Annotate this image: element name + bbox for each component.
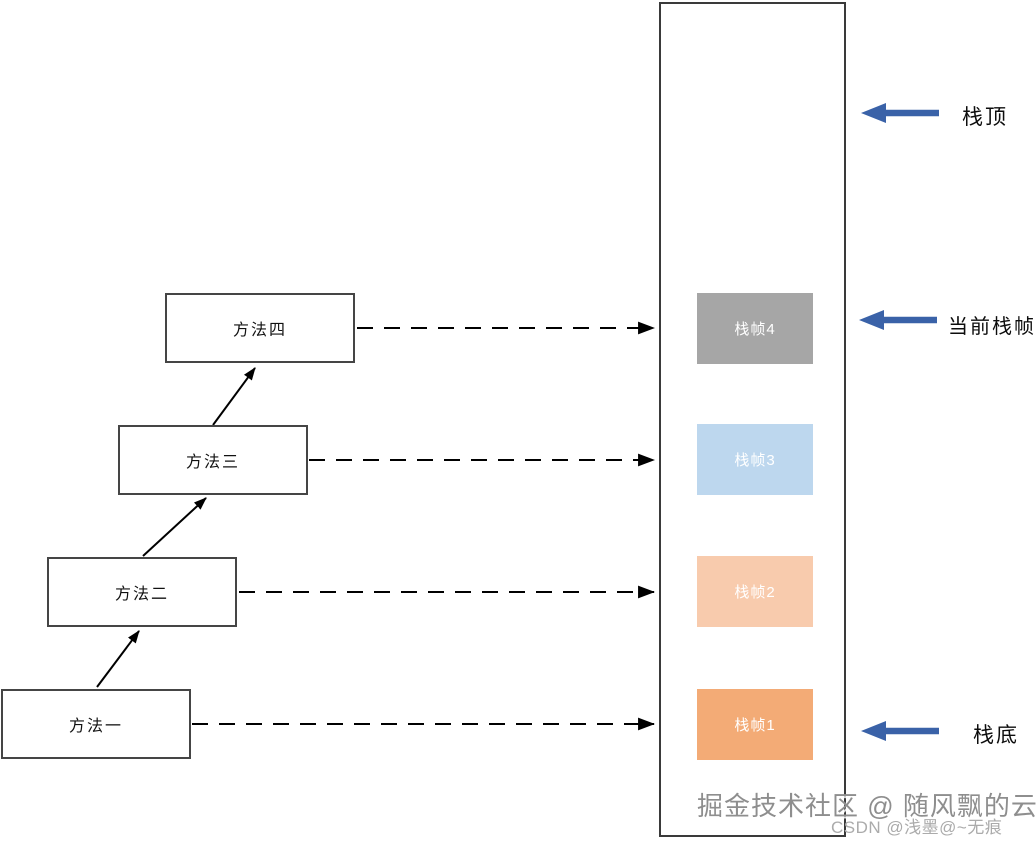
stack-frame-1: 栈帧1 <box>697 689 813 760</box>
stack-top-arrow <box>861 103 939 123</box>
method-box-4: 方法四 <box>165 293 355 363</box>
method-label-3: 方法三 <box>185 454 240 471</box>
current-frame-arrow <box>859 310 937 330</box>
stack-frame-2-label: 栈帧2 <box>734 584 776 601</box>
call-arrow-method1-to-method2 <box>96 630 140 688</box>
call-arrow-method2-to-method3 <box>142 497 207 557</box>
stack-frame-2: 栈帧2 <box>697 556 813 627</box>
method-label-4: 方法四 <box>232 322 287 339</box>
stack-frame-3-label: 栈帧3 <box>734 452 776 469</box>
stack-top-label: 栈顶 <box>962 106 1008 129</box>
method-label-1: 方法一 <box>68 718 123 735</box>
stack-frame-3: 栈帧3 <box>697 424 813 495</box>
stack-frame-4-label: 栈帧4 <box>734 321 776 338</box>
stack-frame-4: 栈帧4 <box>697 293 813 364</box>
method-box-2: 方法二 <box>47 557 237 627</box>
call-arrow-method3-to-method4 <box>212 367 256 426</box>
method-box-1: 方法一 <box>1 689 191 759</box>
watermark-csdn: CSDN @浅墨@~无痕 <box>831 818 1003 837</box>
stack-frame-1-label: 栈帧1 <box>734 717 776 734</box>
current-frame-label: 当前栈帧 <box>948 316 1036 338</box>
watermark-juejin: 掘金技术社区 @ 随风飘的云 <box>697 791 1036 821</box>
method-label-2: 方法二 <box>114 586 169 603</box>
stack-bottom-label: 栈底 <box>973 724 1019 747</box>
method-box-3: 方法三 <box>118 425 308 495</box>
stack-bottom-arrow <box>861 721 939 741</box>
